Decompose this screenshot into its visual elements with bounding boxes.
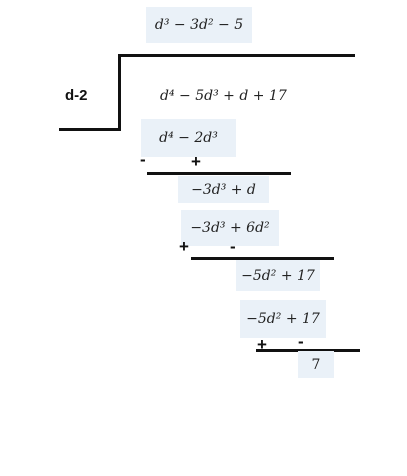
dividend: d⁴ − 5d³ + d + 17 [160,88,287,104]
divisor: d-2 [65,87,88,104]
step-2-remainder: −5d² + 17 [236,260,320,291]
divisor-underline [59,128,121,131]
step-1-sign-right: + [191,152,201,171]
step-1-subtract: d⁴ − 2d³ [141,119,236,157]
step-1-line [147,172,291,175]
step-2-sign-right: - [230,237,236,256]
step-3-sign-right: - [298,332,304,351]
step-3-line [256,349,360,352]
quotient: d³ − 3d² − 5 [146,7,252,43]
step-1-sign-left: - [140,150,146,169]
step-1-remainder: −3d³ + d [178,176,269,203]
division-bracket-side [118,54,121,131]
step-3-subtract: −5d² + 17 [240,300,326,338]
final-remainder: 7 [298,351,334,378]
step-2-subtract: −3d³ + 6d² [181,210,279,246]
division-bracket-top [118,54,355,57]
step-2-line [191,257,334,260]
step-2-sign-left: + [179,237,189,256]
step-3-sign-left: + [257,335,267,354]
